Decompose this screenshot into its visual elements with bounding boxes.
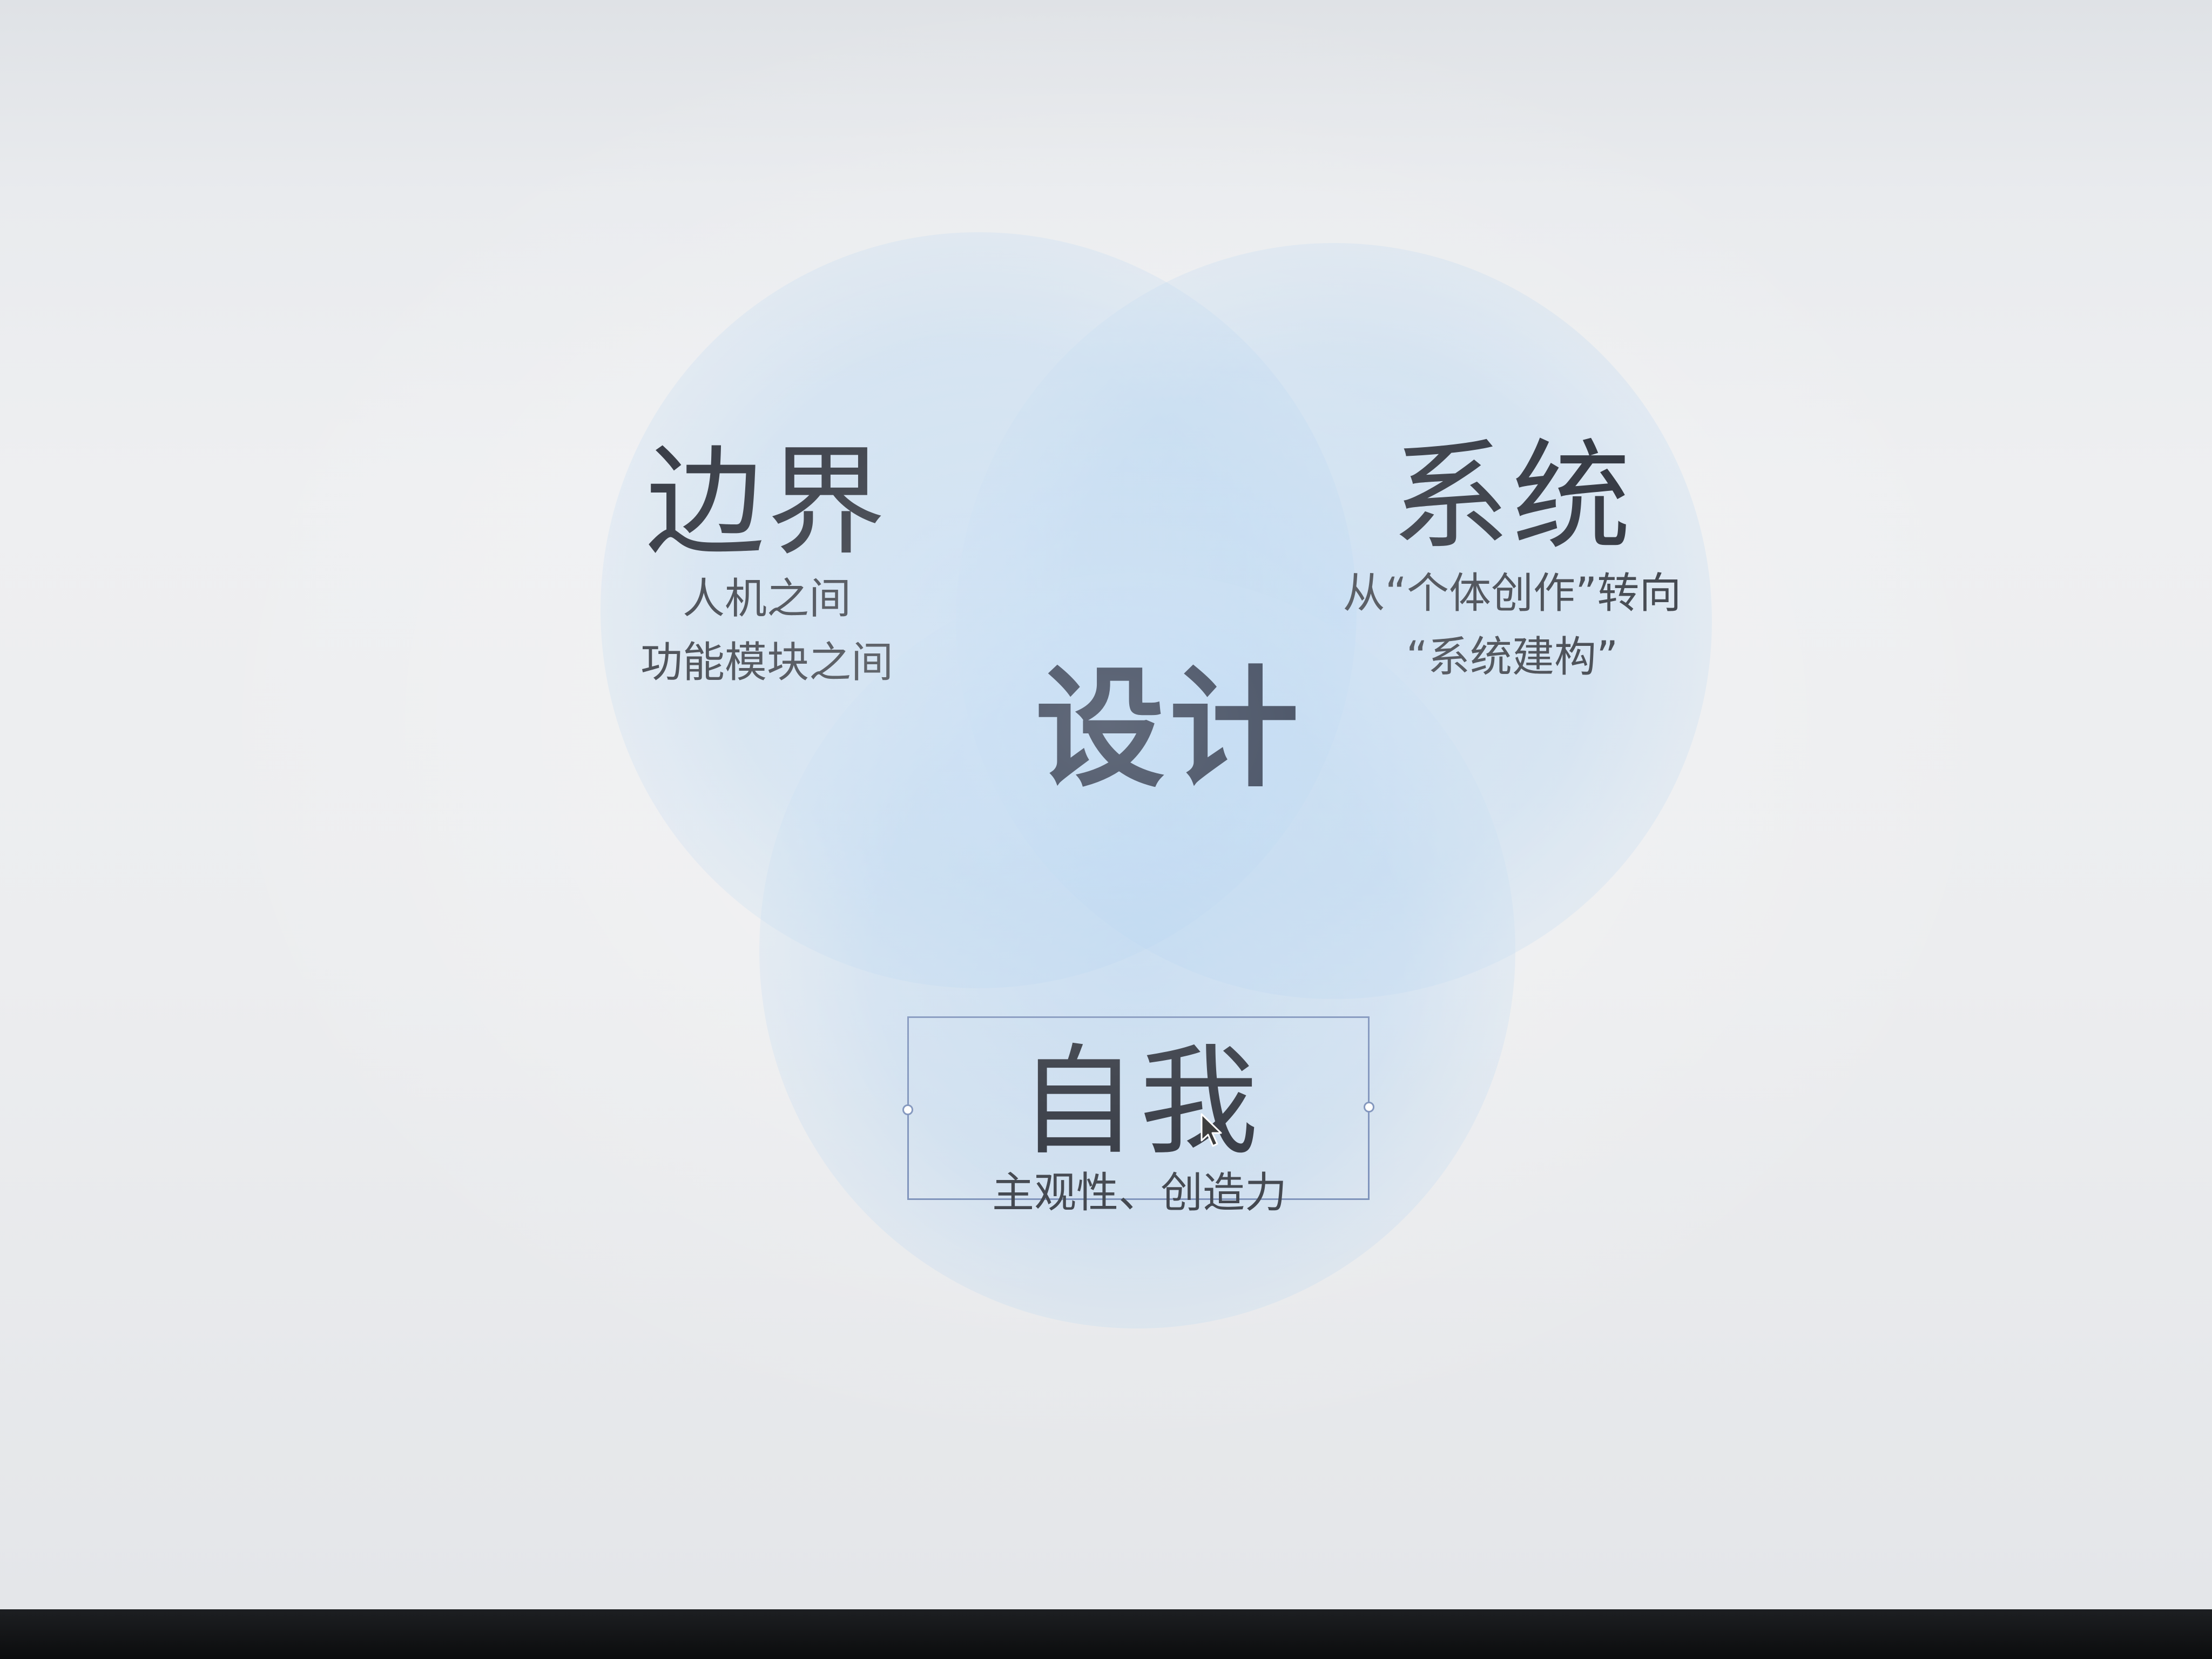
boundary-title: 边界	[645, 433, 888, 571]
selected-text-box[interactable]	[902, 1016, 1374, 1200]
system-line-2: “系统建构”	[1406, 633, 1618, 682]
venn-diagram	[601, 232, 1712, 1328]
circle-self	[759, 572, 1515, 1328]
system-title: 系统	[1391, 428, 1633, 566]
arrow-cursor-icon	[1201, 1113, 1222, 1147]
system-group: 系统 从“个体创作”转向 “系统建构”	[1307, 432, 1717, 689]
self-line-1: 主观性、创造力	[992, 1169, 1287, 1217]
design-title: 设计	[1035, 653, 1303, 805]
self-title[interactable]: 自我	[1018, 1033, 1260, 1171]
self-group: 自我 主观性、创造力	[940, 1037, 1339, 1225]
projector-screen: 边界 人机之间 功能模块之间 系统 从“个体创作”转向 “系统建构” 设计 自我…	[0, 0, 2212, 1609]
resize-handle-left[interactable]	[902, 1104, 913, 1115]
boundary-group: 边界 人机之间 功能模块之间	[610, 437, 923, 694]
boundary-line-2: 功能模块之间	[640, 638, 893, 687]
resize-handle-right[interactable]	[1364, 1102, 1374, 1112]
system-line-1: 从“个体创作”转向	[1343, 569, 1682, 618]
monitor-bezel	[0, 1609, 2212, 1659]
boundary-line-1: 人机之间	[682, 575, 851, 623]
